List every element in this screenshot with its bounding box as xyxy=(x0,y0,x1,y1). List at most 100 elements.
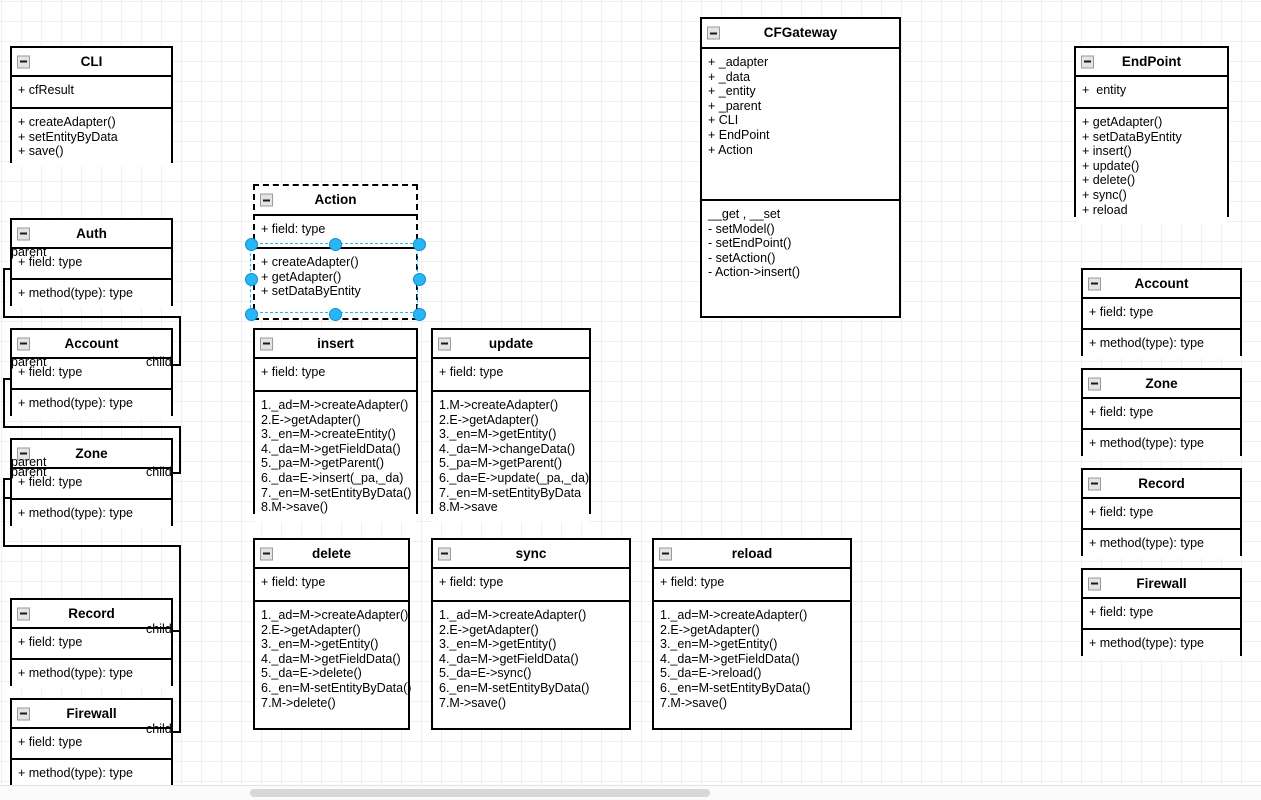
class-title-bar[interactable]: Zone xyxy=(1083,370,1240,399)
minus-box-icon[interactable] xyxy=(17,227,30,240)
resize-handle-n[interactable] xyxy=(328,237,342,251)
association-connector[interactable] xyxy=(3,497,5,547)
class-title-bar[interactable]: Zone xyxy=(12,440,171,469)
methods-compartment[interactable]: + getAdapter()+ setDataByEntity+ insert(… xyxy=(1076,107,1227,225)
association-connector[interactable] xyxy=(3,497,15,499)
attributes-compartment[interactable]: + field: type xyxy=(12,469,171,498)
methods-compartment[interactable]: + createAdapter()+ getAdapter()+ setData… xyxy=(255,247,416,306)
methods-compartment[interactable]: + method(type): type xyxy=(1083,528,1240,558)
resize-handle-s[interactable] xyxy=(328,307,342,321)
class-title-bar[interactable]: Firewall xyxy=(12,700,171,729)
methods-compartment[interactable]: 1._ad=M->createAdapter()2.E->getAdapter(… xyxy=(433,600,629,718)
minus-box-icon[interactable] xyxy=(707,26,720,40)
methods-compartment[interactable]: + createAdapter()+ setEntityByData+ save… xyxy=(12,107,171,166)
uml-class-cli[interactable]: CLI+ cfResult+ createAdapter()+ setEntit… xyxy=(10,46,173,166)
attributes-compartment[interactable]: + field: type xyxy=(433,569,629,600)
attributes-compartment[interactable]: + field: type xyxy=(433,359,589,390)
attributes-compartment[interactable]: + field: type xyxy=(12,249,171,278)
minus-box-icon[interactable] xyxy=(1088,477,1101,490)
resize-handle-w[interactable] xyxy=(244,272,258,286)
class-title-bar[interactable]: CFGateway xyxy=(702,19,899,49)
minus-box-icon[interactable] xyxy=(17,447,30,460)
minus-box-icon[interactable] xyxy=(17,55,30,68)
class-title-bar[interactable]: CLI xyxy=(12,48,171,77)
resize-handle-ne[interactable] xyxy=(412,237,426,251)
class-title-bar[interactable]: delete xyxy=(255,540,408,569)
minus-box-icon[interactable] xyxy=(17,337,30,350)
attributes-compartment[interactable]: + _adapter+ _data+ _entity+ _parent+ CLI… xyxy=(702,49,899,199)
uml-class-firewall_left[interactable]: Firewall+ field: type+ method(type): typ… xyxy=(10,698,173,788)
class-title-bar[interactable]: Auth xyxy=(12,220,171,249)
association-connector[interactable] xyxy=(179,426,181,474)
minus-box-icon[interactable] xyxy=(1081,55,1094,68)
uml-class-cfgateway[interactable]: CFGateway+ _adapter+ _data+ _entity+ _pa… xyxy=(700,17,901,318)
minus-box-icon[interactable] xyxy=(17,607,30,620)
minus-box-icon[interactable] xyxy=(438,337,451,350)
attributes-compartment[interactable]: + field: type xyxy=(12,729,171,758)
minus-box-icon[interactable] xyxy=(1088,277,1101,290)
methods-compartment[interactable]: + method(type): type xyxy=(12,278,171,308)
minus-box-icon[interactable] xyxy=(17,707,30,720)
association-connector[interactable] xyxy=(3,268,5,318)
association-connector[interactable] xyxy=(3,378,5,426)
attributes-compartment[interactable]: + field: type xyxy=(1083,599,1240,628)
methods-compartment[interactable]: + method(type): type xyxy=(1083,328,1240,358)
methods-compartment[interactable]: 1.M->createAdapter()2.E->getAdapter()3._… xyxy=(433,390,589,522)
methods-compartment[interactable]: 1._ad=M->createAdapter()2.E->getAdapter(… xyxy=(255,390,416,522)
association-connector[interactable] xyxy=(179,545,181,733)
association-connector[interactable] xyxy=(3,316,181,318)
resize-handle-sw[interactable] xyxy=(244,307,258,321)
methods-compartment[interactable]: + method(type): type xyxy=(12,758,171,788)
minus-box-icon[interactable] xyxy=(659,547,672,560)
minus-box-icon[interactable] xyxy=(1088,577,1101,590)
uml-class-record_right[interactable]: Record+ field: type+ method(type): type xyxy=(1081,468,1242,558)
class-title-bar[interactable]: reload xyxy=(654,540,850,569)
association-connector[interactable] xyxy=(3,545,181,547)
uml-class-action[interactable]: Action+ field: type+ createAdapter()+ ge… xyxy=(253,184,418,320)
attributes-compartment[interactable]: + field: type xyxy=(1083,299,1240,328)
attributes-compartment[interactable]: + field: type xyxy=(1083,399,1240,428)
uml-class-auth[interactable]: Auth+ field: type+ method(type): type xyxy=(10,218,173,308)
methods-compartment[interactable]: + method(type): type xyxy=(1083,428,1240,458)
association-connector[interactable] xyxy=(3,478,5,498)
class-title-bar[interactable]: insert xyxy=(255,330,416,359)
minus-box-icon[interactable] xyxy=(260,193,273,207)
methods-compartment[interactable]: + method(type): type xyxy=(1083,628,1240,658)
uml-class-endpoint[interactable]: EndPoint+ entity+ getAdapter()+ setDataB… xyxy=(1074,46,1229,225)
uml-class-account_right[interactable]: Account+ field: type+ method(type): type xyxy=(1081,268,1242,358)
class-title-bar[interactable]: Account xyxy=(1083,270,1240,299)
class-title-bar[interactable]: Record xyxy=(1083,470,1240,499)
minus-box-icon[interactable] xyxy=(260,337,273,350)
horizontal-scrollbar-thumb[interactable] xyxy=(250,789,710,797)
methods-compartment[interactable]: 1._ad=M->createAdapter()2.E->getAdapter(… xyxy=(654,600,850,718)
class-title-bar[interactable]: sync xyxy=(433,540,629,569)
uml-class-firewall_right[interactable]: Firewall+ field: type+ method(type): typ… xyxy=(1081,568,1242,658)
minus-box-icon[interactable] xyxy=(1088,377,1101,390)
attributes-compartment[interactable]: + field: type xyxy=(12,629,171,658)
minus-box-icon[interactable] xyxy=(438,547,451,560)
attributes-compartment[interactable]: + entity xyxy=(1076,77,1227,107)
attributes-compartment[interactable]: + field: type xyxy=(12,359,171,388)
class-title-bar[interactable]: EndPoint xyxy=(1076,48,1227,77)
association-connector[interactable] xyxy=(3,426,181,428)
class-title-bar[interactable]: Firewall xyxy=(1083,570,1240,599)
resize-handle-se[interactable] xyxy=(412,307,426,321)
methods-compartment[interactable]: + method(type): type xyxy=(12,388,171,418)
attributes-compartment[interactable]: + field: type xyxy=(1083,499,1240,528)
uml-class-zone_left[interactable]: Zone+ field: type+ method(type): type xyxy=(10,438,173,528)
methods-compartment[interactable]: + method(type): type xyxy=(12,658,171,688)
resize-handle-nw[interactable] xyxy=(244,237,258,251)
class-title-bar[interactable]: update xyxy=(433,330,589,359)
uml-class-record_left[interactable]: Record+ field: type+ method(type): type xyxy=(10,598,173,688)
minus-box-icon[interactable] xyxy=(260,547,273,560)
resize-handle-e[interactable] xyxy=(412,272,426,286)
association-connector[interactable] xyxy=(179,316,181,366)
class-title-bar[interactable]: Account xyxy=(12,330,171,359)
uml-class-zone_right[interactable]: Zone+ field: type+ method(type): type xyxy=(1081,368,1242,458)
attributes-compartment[interactable]: + field: type xyxy=(255,359,416,390)
